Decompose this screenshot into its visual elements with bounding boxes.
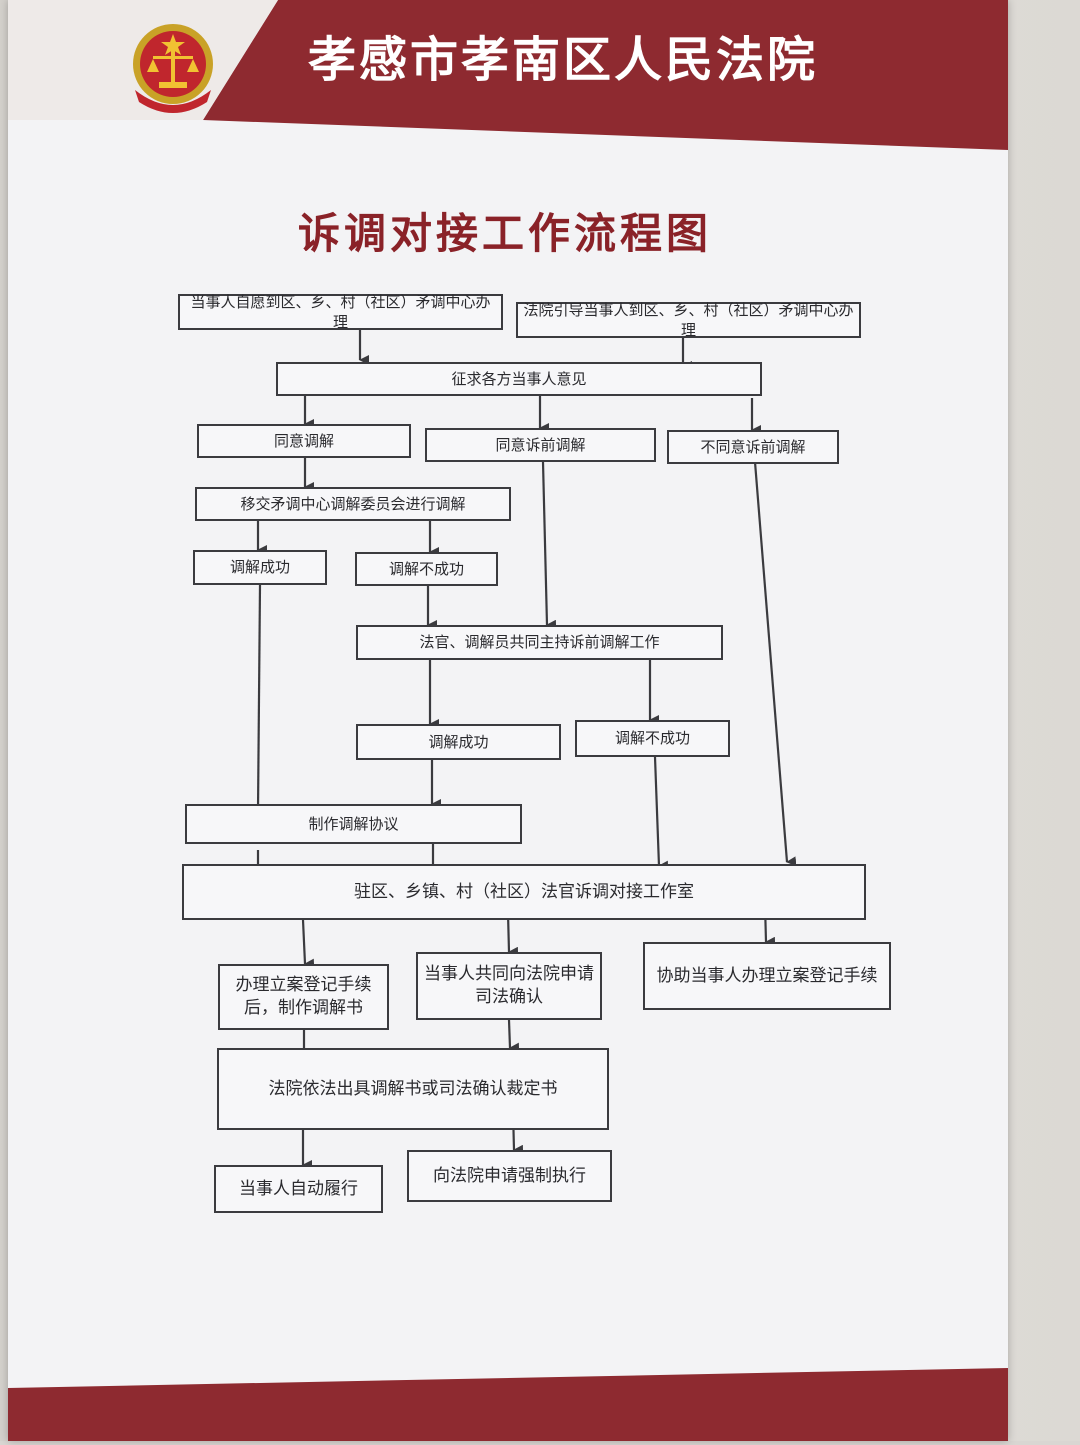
- node-mediation-failed-1: 调解不成功: [355, 552, 498, 586]
- node-agree-pre-litigation: 同意诉前调解: [425, 428, 656, 462]
- node-mediation-failed-2: 调解不成功: [575, 720, 730, 757]
- bottom-band: [8, 1368, 1080, 1441]
- node-enforcement-application: 向法院申请强制执行: [407, 1150, 612, 1202]
- header-band: [8, 0, 1008, 150]
- court-name: 孝感市孝南区人民法院: [308, 32, 819, 88]
- node-disagree-pre-litigation: 不同意诉前调解: [667, 430, 839, 464]
- node-agree-mediation: 同意调解: [197, 424, 411, 458]
- node-court-issues-document: 法院依法出具调解书或司法确认裁定书: [217, 1048, 609, 1130]
- flowchart-title: 诉调对接工作流程图: [298, 209, 713, 258]
- node-mediation-success-1: 调解成功: [193, 550, 327, 585]
- node-register-and-document: 办理立案登记手续后，制作调解书: [218, 964, 389, 1030]
- node-voluntary-performance: 当事人自动履行: [214, 1165, 383, 1213]
- node-self-apply: 当事人自愿到区、乡、村（社区）矛调中心办理: [178, 293, 503, 331]
- node-joint-pre-litigation: 法官、调解员共同主持诉前调解工作: [356, 625, 723, 660]
- node-make-agreement: 制作调解协议: [185, 804, 522, 844]
- poster: 孝感市孝南区人民法院 诉调对接工作流程图: [8, 0, 1008, 1441]
- node-assist-registration: 协助当事人办理立案登记手续: [643, 942, 891, 1010]
- node-judicial-confirmation: 当事人共同向法院申请司法确认: [416, 952, 602, 1020]
- court-emblem-icon: [133, 24, 213, 113]
- node-judge-office: 驻区、乡镇、村（社区）法官诉调对接工作室: [182, 864, 866, 920]
- node-transfer-committee: 移交矛调中心调解委员会进行调解: [195, 487, 511, 521]
- node-court-guide: 法院引导当事人到区、乡、村（社区）矛调中心办理: [516, 301, 861, 339]
- node-solicit-opinions: 征求各方当事人意见: [276, 362, 762, 396]
- node-mediation-success-2: 调解成功: [356, 724, 561, 760]
